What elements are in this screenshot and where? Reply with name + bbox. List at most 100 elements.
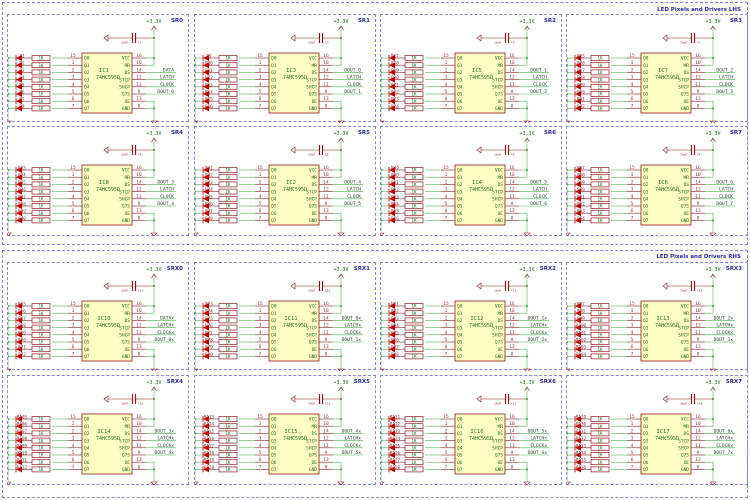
resistor-ref: R46 <box>205 202 213 207</box>
svg-text:3: 3 <box>445 323 448 329</box>
svg-text:12: 12 <box>136 187 142 193</box>
net-label: DOUT_0x <box>342 315 362 321</box>
gnd-icon <box>476 34 482 42</box>
net-label: DOUT_7x <box>714 450 734 456</box>
svg-text:1K: 1K <box>225 175 231 180</box>
resistor-ref: R114 <box>204 422 215 427</box>
svg-text:C14: C14 <box>697 289 703 293</box>
ic-chip[interactable] <box>81 52 133 114</box>
svg-text:10: 10 <box>323 172 329 178</box>
svg-text:1: 1 <box>72 421 75 427</box>
ic-chip[interactable] <box>454 413 506 475</box>
ic-chip[interactable] <box>640 413 692 475</box>
svg-text:C18: C18 <box>697 402 703 406</box>
resistor-ref: R74 <box>205 309 213 314</box>
ic-chip[interactable] <box>454 300 506 362</box>
svg-text:1: 1 <box>72 60 75 66</box>
net-label: CLOCKx <box>530 443 547 449</box>
net-label: DOUT_6 <box>530 201 547 207</box>
svg-text:IC13: IC13 <box>656 316 669 322</box>
ic-chip[interactable] <box>268 300 320 362</box>
svg-text:Q6: Q6 <box>457 347 463 353</box>
ic-chip[interactable] <box>81 413 133 475</box>
svg-text:8: 8 <box>138 351 141 357</box>
svg-text:Q3: Q3 <box>84 189 90 195</box>
net-label: DOUT_5 <box>344 201 361 207</box>
led-icon <box>203 416 209 422</box>
svg-text:4: 4 <box>72 330 75 336</box>
svg-text:VCC: VCC <box>681 304 689 310</box>
svg-text:SHCP: SHCP <box>119 85 130 91</box>
svg-text:4: 4 <box>631 330 634 336</box>
svg-text:1: 1 <box>445 60 448 66</box>
svg-text:15: 15 <box>443 53 449 59</box>
svg-text:10: 10 <box>323 308 329 314</box>
led-icon <box>389 423 395 430</box>
sheet-sr6: SR6IC474HC595D15Q01KR491Q11KR502Q21KR513… <box>380 126 562 237</box>
svg-text:3: 3 <box>259 187 262 193</box>
svg-text:7: 7 <box>631 215 634 221</box>
resistor-ref: R84 <box>391 323 399 328</box>
svg-text:13: 13 <box>136 457 142 463</box>
svg-text:4: 4 <box>631 443 634 449</box>
svg-text:9: 9 <box>511 337 514 343</box>
svg-text:Q6: Q6 <box>271 99 277 105</box>
svg-text:1K: 1K <box>411 63 417 68</box>
svg-text:OE: OE <box>312 460 318 466</box>
resistor-ref: R22 <box>391 90 399 95</box>
svg-text:1K: 1K <box>38 218 44 223</box>
ic-chip[interactable] <box>640 164 692 226</box>
sheet-srx2: SRX2IC1274HC595D15Q01KR811Q11KR822Q21KR8… <box>380 262 562 371</box>
svg-text:MR: MR <box>684 63 690 69</box>
gnd-icon <box>476 282 482 290</box>
ic-chip[interactable] <box>640 52 692 114</box>
svg-text:Q4: Q4 <box>643 446 649 452</box>
led-icon <box>16 188 22 195</box>
svg-text:13: 13 <box>323 96 329 102</box>
svg-text:10uF: 10uF <box>308 153 315 157</box>
resistor-ref: R125 <box>390 443 401 448</box>
resistor-ref: R107 <box>17 429 28 434</box>
svg-text:Q5: Q5 <box>84 92 90 98</box>
svg-text:1K: 1K <box>38 438 44 443</box>
ic-chip[interactable] <box>81 164 133 226</box>
svg-text:OE: OE <box>125 460 131 466</box>
led-icon <box>575 217 581 224</box>
resistor-ref: R126 <box>390 451 401 456</box>
gnd-icon <box>709 232 717 237</box>
svg-text:Q5: Q5 <box>84 453 90 459</box>
svg-text:OE: OE <box>125 99 131 105</box>
svg-text:1K: 1K <box>225 431 231 436</box>
gnd-icon <box>8 368 12 371</box>
svg-text:3: 3 <box>445 436 448 442</box>
svg-text:74HC595D: 74HC595D <box>469 187 493 193</box>
resistor-ref: R15 <box>205 97 213 102</box>
svg-text:VCC: VCC <box>122 56 130 62</box>
gnd-icon <box>195 232 199 237</box>
svg-text:3: 3 <box>445 75 448 81</box>
resistor-ref: R66 <box>18 309 26 314</box>
svg-text:VCC: VCC <box>681 56 689 62</box>
svg-text:GND: GND <box>309 218 317 224</box>
svg-text:3: 3 <box>72 436 75 442</box>
ic-chip[interactable] <box>640 300 692 362</box>
svg-text:4: 4 <box>445 330 448 336</box>
svg-text:11: 11 <box>509 194 515 200</box>
svg-text:Q3: Q3 <box>643 189 649 195</box>
svg-text:Q4: Q4 <box>643 197 649 203</box>
svg-text:SHCP: SHCP <box>678 85 689 91</box>
svg-text:1K: 1K <box>225 347 231 352</box>
ic-chip[interactable] <box>268 413 320 475</box>
sheet-name: SRX3 <box>725 266 742 272</box>
ic-chip[interactable] <box>454 52 506 114</box>
svg-text:14: 14 <box>323 315 329 321</box>
ic-chip[interactable] <box>81 300 133 362</box>
resistor-ref: R8 <box>19 104 25 109</box>
svg-text:DS: DS <box>312 182 318 188</box>
led-icon <box>203 195 209 202</box>
svg-text:Q6: Q6 <box>84 211 90 217</box>
ic-chip[interactable] <box>268 164 320 226</box>
ic-chip[interactable] <box>454 164 506 226</box>
svg-text:+3.3V: +3.3V <box>146 267 161 273</box>
ic-chip[interactable] <box>268 52 320 114</box>
